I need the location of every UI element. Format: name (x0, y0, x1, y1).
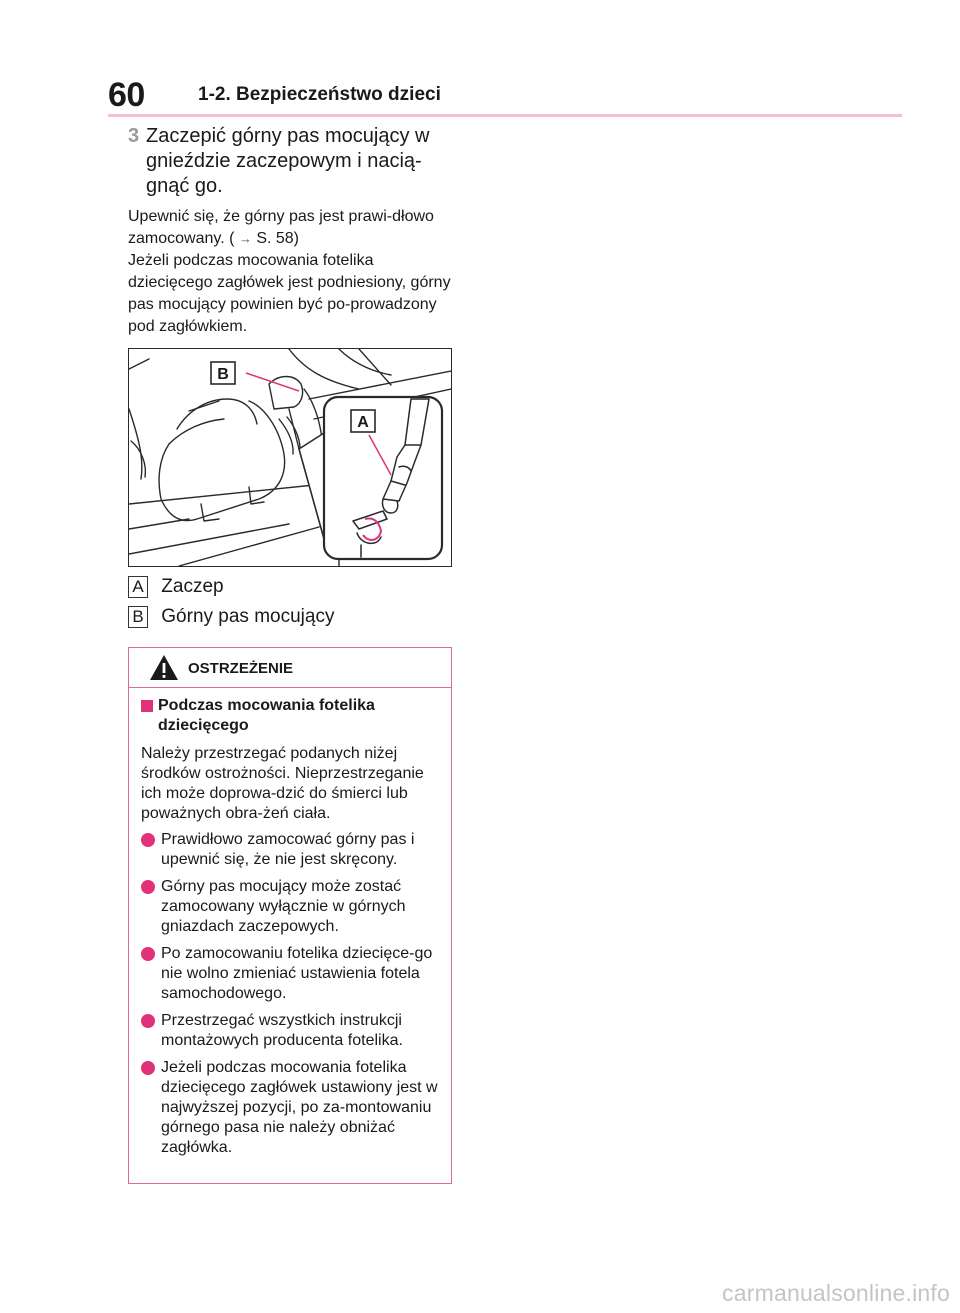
warning-bullet: Górny pas mocujący może zostać zamocowan… (141, 877, 439, 937)
page-header: 60 1-2. Bezpieczeństwo dzieci (108, 70, 902, 120)
note-page-ref[interactable]: S. 58) (256, 230, 299, 247)
note-text-1a: Upewnić się, że górny pas jest prawi-dło… (128, 208, 434, 247)
warning-heading: Podczas mocowania fotelika dziecięcego (141, 696, 439, 736)
warning-box: OSTRZEŻENIE Podczas mocowania fotelika d… (128, 647, 452, 1184)
svg-text:A: A (357, 414, 369, 431)
warning-bullet: Jeżeli podczas mocowania fotelika dzieci… (141, 1058, 439, 1158)
page-ref-arrow-icon: → (238, 231, 252, 246)
watermark: carmanualsonline.info (722, 1280, 950, 1306)
square-bullet-icon (141, 700, 153, 712)
svg-text:B: B (217, 366, 229, 383)
warning-bullet-text: Prawidłowo zamocować górny pas i upewnić… (161, 831, 415, 868)
round-bullet-icon (141, 947, 155, 961)
page-number: 60 (108, 76, 145, 114)
legend-key-b: B (128, 606, 148, 628)
warning-bullet-text: Górny pas mocujący może zostać zamocowan… (161, 878, 406, 935)
step-text: Zaczepić górny pas mocujący w gnieździe … (146, 125, 430, 197)
step-note: Upewnić się, że górny pas jest prawi-dło… (128, 206, 453, 338)
note-paragraph-1: Upewnić się, że górny pas jest prawi-dło… (128, 206, 453, 250)
warning-bullet-text: Po zamocowaniu fotelika dziecięce-go nie… (161, 945, 433, 1002)
tether-strap-illustration: B A (128, 348, 452, 567)
warning-bullet-text: Jeżeli podczas mocowania fotelika dzieci… (161, 1059, 438, 1156)
warning-bullet-text: Przestrzegać wszystkich instrukcji monta… (161, 1012, 403, 1049)
legend-key-a: A (128, 576, 148, 598)
warning-body: Podczas mocowania fotelika dziecięcego N… (129, 688, 451, 1158)
step-number: 3 (128, 125, 140, 147)
note-paragraph-2: Jeżeli podczas mocowania fotelika dzieci… (128, 252, 451, 335)
warning-bullet: Po zamocowaniu fotelika dziecięce-go nie… (141, 944, 439, 1004)
callout-b: B (210, 361, 236, 385)
warning-header: OSTRZEŻENIE (129, 648, 451, 688)
legend-label-a: Zaczep (161, 576, 224, 597)
header-divider (108, 114, 902, 117)
round-bullet-icon (141, 1014, 155, 1028)
warning-heading-text: Podczas mocowania fotelika dziecięcego (158, 697, 375, 734)
warning-intro: Należy przestrzegać podanych niżej środk… (141, 745, 424, 822)
round-bullet-icon (141, 880, 155, 894)
round-bullet-icon (141, 1061, 155, 1075)
round-bullet-icon (141, 833, 155, 847)
step-instruction: 3 Zaczepić górny pas mocujący w gnieździ… (128, 124, 458, 199)
warning-title: OSTRZEŻENIE (188, 660, 294, 677)
warning-bullet: Prawidłowo zamocować górny pas i upewnić… (141, 830, 439, 870)
callout-a: A (350, 409, 376, 433)
warning-triangle-icon (150, 655, 178, 680)
warning-bullet: Przestrzegać wszystkich instrukcji monta… (141, 1011, 439, 1051)
illustration-svg: B A (129, 349, 451, 566)
section-title: 1-2. Bezpieczeństwo dzieci (198, 84, 441, 105)
legend-item-b: B Górny pas mocujący (128, 606, 448, 628)
legend-item-a: A Zaczep (128, 576, 448, 598)
legend-label-b: Górny pas mocujący (161, 606, 335, 627)
